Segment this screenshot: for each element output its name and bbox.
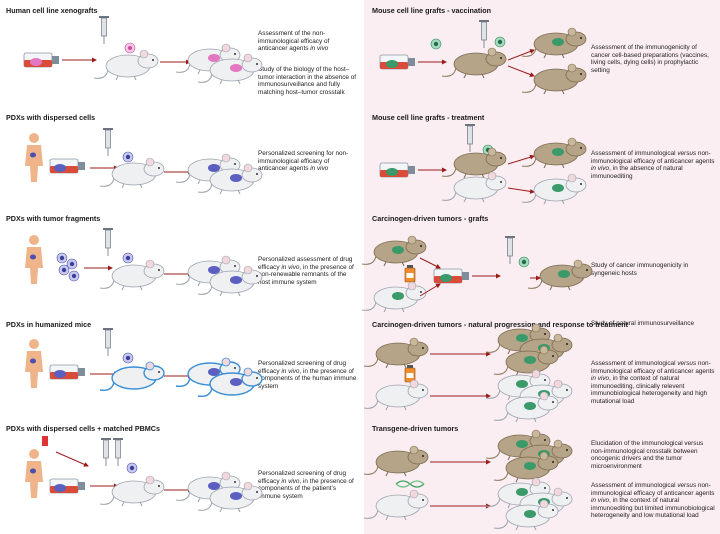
- section-description: Assessment of the non-immunological effi…: [258, 30, 330, 53]
- section-title: PDXs with dispersed cells + matched PBMC…: [6, 424, 160, 433]
- section-title: Carcinogen-driven tumors - grafts: [372, 214, 489, 223]
- carcinogen-bottle-icon: [404, 264, 416, 283]
- section-title: PDXs with dispersed cells: [6, 113, 96, 122]
- section-description: Personalized screening of drug efficacy …: [258, 470, 354, 500]
- mouse-icon: [363, 445, 429, 477]
- syringe-icon: [98, 15, 110, 45]
- mouse-icon: [99, 157, 165, 189]
- cell-icon: [124, 42, 136, 54]
- row-carcinogen-grafts: [361, 235, 593, 313]
- human-figure-icon: [25, 449, 43, 498]
- human-figure-icon: [25, 235, 43, 284]
- syringe-icon: [464, 123, 476, 153]
- row-pdx-humanized: [25, 327, 263, 398]
- syringe-icon: [102, 127, 114, 157]
- cell-icon: [430, 38, 442, 50]
- section-title: Carcinogen-driven tumors - natural progr…: [372, 320, 628, 329]
- culture-flask-icon: [379, 54, 416, 70]
- section-description: Personalized screening for non-immunolog…: [258, 150, 349, 173]
- carcinogen-bottle-icon: [404, 364, 416, 383]
- mouse-icon: [99, 259, 165, 291]
- syringe-icon: [102, 227, 114, 257]
- section-title: Mouse cell line grafts - treatment: [372, 113, 485, 122]
- mouse-icon: [93, 49, 159, 81]
- section-description: Study of the biology of the host–tumor i…: [258, 66, 357, 96]
- section-title: Human cell line xenografts: [6, 6, 98, 15]
- section-description: Assessment of the immunogenicity of canc…: [591, 44, 709, 74]
- row-pdx-dispersed: [25, 127, 263, 195]
- dna-transgene-icon: [395, 480, 425, 488]
- section-description: Assessment of immunological versus non-i…: [591, 150, 715, 180]
- section-title: PDXs in humanized mice: [6, 320, 92, 329]
- section-description: Personalized screening of drug efficacy …: [258, 360, 357, 390]
- cell-icon: [122, 151, 134, 163]
- section-title: Transgene-driven tumors: [372, 424, 459, 433]
- row-pdx-fragments: [25, 227, 263, 297]
- syringe-icon: [102, 327, 114, 357]
- row-pdx-pbmc: [25, 436, 263, 513]
- row-human-cell-line-xenografts: [23, 15, 263, 85]
- row-mouse-treatment: [379, 123, 587, 205]
- syringe-icon: [478, 19, 490, 49]
- row-transgene: [363, 429, 573, 531]
- section-description: Study of natural immunosurveillance: [591, 320, 695, 327]
- human-figure-icon: [25, 133, 43, 182]
- section-description: Assessment of immunological versus non-i…: [591, 360, 715, 405]
- blood-bag-icon: [42, 436, 48, 446]
- mouse-icon: [441, 47, 507, 79]
- section-title: PDXs with tumor fragments: [6, 214, 101, 223]
- section-description: Elucidation of the immunological versus …: [591, 440, 704, 470]
- section-description: Study of cancer immunogenicity in syngen…: [591, 262, 689, 277]
- section-description: Personalized assessment of drug efficacy…: [258, 256, 354, 286]
- mouse-icon: [99, 361, 165, 392]
- mouse-icon: [99, 475, 165, 507]
- row-mouse-vaccination: [379, 19, 587, 95]
- human-figure-icon: [25, 339, 43, 388]
- mouse-icon: [363, 337, 429, 369]
- syringe-icon: [100, 437, 112, 467]
- mouse-icon: [441, 147, 507, 179]
- row-carcinogen-natural: [363, 323, 573, 423]
- culture-flask-icon: [23, 52, 60, 68]
- section-description: Assessment of immunological versus non-i…: [591, 482, 715, 520]
- section-title: Mouse cell line grafts - vaccination: [372, 6, 492, 15]
